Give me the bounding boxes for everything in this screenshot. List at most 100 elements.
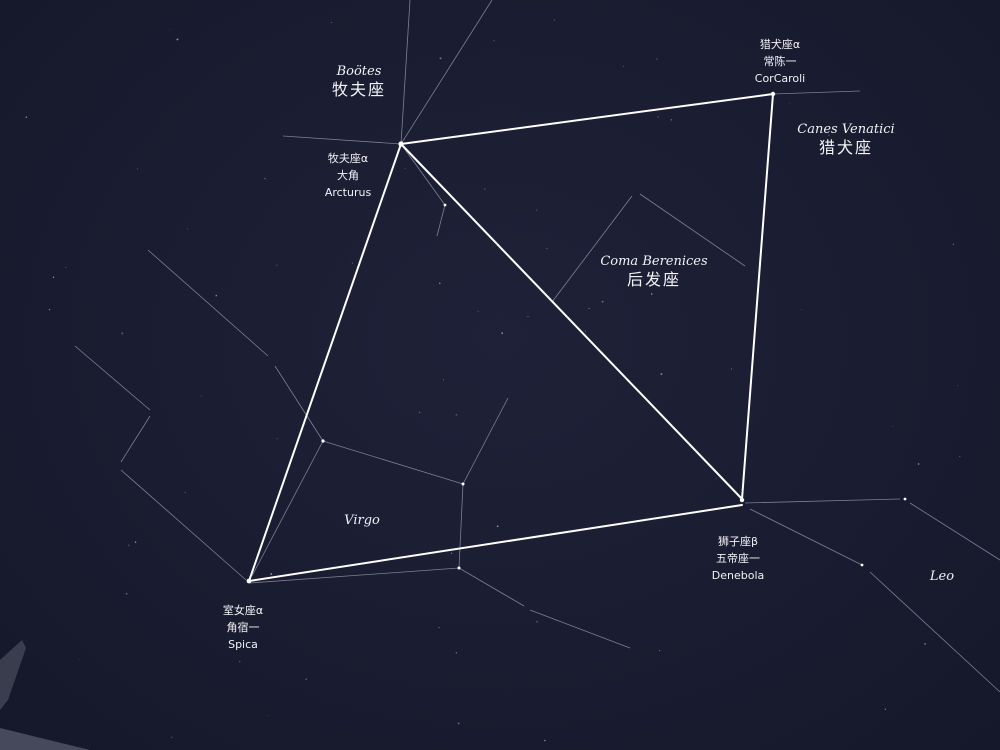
faint-star (125, 592, 128, 595)
faint-star (544, 739, 546, 742)
faint-star (121, 332, 124, 335)
faint-star (442, 379, 444, 381)
star-virgo-vindemiatrix-area (461, 482, 465, 486)
faint-star (264, 177, 266, 180)
faint-star (501, 332, 504, 335)
asterism-line-spica-denebola (248, 504, 743, 582)
faint-star (650, 293, 653, 295)
faint-star (959, 455, 961, 458)
faint-star (924, 643, 926, 645)
leo-figure-line (744, 498, 901, 504)
asterism-line-arcturus-denebola (400, 143, 743, 500)
asterism-line-arcturus-cor-caroli (400, 93, 774, 145)
faint-star (184, 491, 186, 494)
label-cor-caroli-chinese-name: 常陈一 (763, 55, 797, 68)
faint-star (239, 660, 241, 663)
faint-star (957, 385, 959, 387)
leo-figure-line (869, 571, 1000, 693)
bootes-figure-line (436, 204, 446, 237)
constellation-figure-lines (74, 0, 1000, 693)
faint-star (127, 544, 130, 547)
bootes-figure-line (400, 143, 446, 206)
faint-star (330, 22, 332, 23)
faint-star (171, 736, 173, 738)
faint-star (952, 243, 955, 246)
label-coma-berenices-latin: Coma Berenices (600, 254, 708, 269)
label-spica-chinese-name: 角宿一 (226, 621, 260, 634)
faint-star (267, 715, 269, 716)
star-arcturus (398, 141, 404, 147)
label-virgo-latin: Virgo (344, 513, 380, 528)
label-canes-venatici: Canes Venatici 猎犬座 (797, 122, 894, 158)
label-spica-name: Spica (228, 638, 258, 651)
star-spica (246, 578, 252, 584)
faint-star (48, 308, 51, 311)
faint-star (828, 134, 830, 136)
faint-star (670, 119, 673, 121)
faint-star (169, 29, 171, 31)
label-cor-caroli-name: CorCaroli (754, 72, 806, 85)
coma-berenices-figure-line (639, 193, 746, 267)
faint-star (351, 262, 353, 264)
faint-star (553, 19, 555, 21)
label-virgo: Virgo (344, 513, 380, 529)
faint-star (457, 722, 460, 725)
virgo-figure-line (529, 609, 631, 649)
virgo-figure-line (462, 397, 509, 485)
virgo-figure-line (458, 567, 525, 607)
faint-star (305, 678, 307, 680)
faint-star (215, 294, 218, 297)
label-coma-berenices-chinese: 后发座 (626, 270, 682, 289)
faint-star (622, 65, 625, 68)
faint-star (584, 330, 586, 332)
faint-star (455, 413, 458, 416)
bootes-figure-line (400, 0, 411, 145)
background-star-field (25, 19, 961, 742)
faint-star (493, 40, 495, 42)
bright-stars (246, 91, 907, 584)
label-canes-venatici-chinese: 猎犬座 (818, 138, 873, 157)
label-spica: 室女座α 角宿一 Spica (223, 602, 263, 653)
star-bootes (443, 203, 447, 207)
faint-star (892, 425, 894, 427)
mount-silhouette-part (0, 728, 90, 750)
spring-diamond-asterism (248, 93, 774, 582)
faint-star (656, 58, 658, 60)
virgo-figure-line (74, 345, 151, 411)
faint-star (438, 626, 440, 629)
faint-star (788, 103, 790, 105)
faint-star (418, 411, 421, 414)
label-bootes-latin: Boötes (336, 64, 382, 79)
faint-star (270, 572, 273, 575)
faint-star (25, 116, 28, 119)
faint-star (527, 316, 529, 317)
leo-figure-line (909, 502, 1000, 561)
faint-star (187, 228, 189, 230)
star-virgo (457, 566, 461, 570)
star-cor-caroli (770, 91, 776, 97)
faint-star (276, 438, 278, 440)
faint-star (176, 38, 179, 41)
label-denebola: 狮子座β 五帝座一 Denebola (712, 533, 765, 584)
faint-star (601, 300, 604, 303)
label-denebola-chinese-name: 五帝座一 (716, 552, 760, 565)
faint-star (477, 310, 479, 312)
faint-star (455, 651, 458, 654)
label-arcturus-constellation: 牧夫座α (327, 152, 369, 165)
faint-star (136, 168, 139, 170)
faint-star (439, 282, 441, 285)
virgo-figure-line (322, 440, 464, 485)
leo-figure-line (749, 508, 863, 566)
asterism-line-cor-caroli-denebola (741, 93, 774, 500)
star-virgo-porrima (321, 439, 325, 443)
label-coma-berenices: Coma Berenices 后发座 (600, 254, 707, 290)
virgo-figure-line (120, 415, 151, 463)
faint-star (65, 266, 67, 268)
label-cor-caroli-constellation: 猎犬座α (759, 38, 801, 51)
faint-star (884, 708, 886, 710)
virgo-figure-line (251, 440, 324, 577)
faint-star (484, 188, 486, 190)
coma-berenices-figure-line (551, 195, 633, 303)
